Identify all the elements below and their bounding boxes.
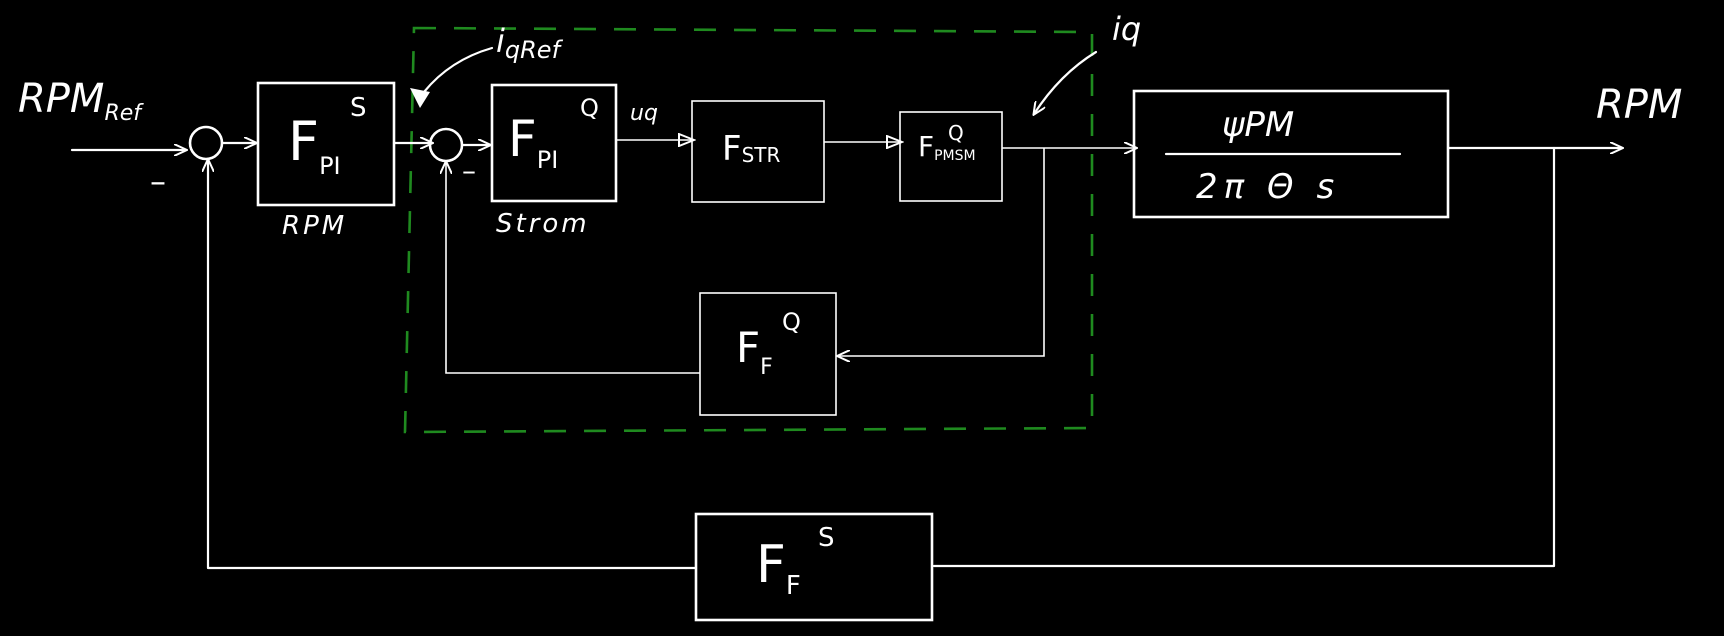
speed-pi-symbol: FPI [288, 110, 341, 180]
speed-pi-caption: RPM [282, 211, 347, 241]
minus-sign-current: – [462, 154, 476, 187]
pmsm-superscript: Q [948, 121, 964, 145]
rpm-ref-label: RPMRef [18, 76, 144, 126]
speed-feedback-superscript: S [818, 523, 835, 553]
pmsm-symbol: FPMSM [918, 130, 976, 164]
str-symbol: FSTR [722, 129, 780, 169]
speed-pi-block [256, 81, 396, 207]
current-feedback-wire-out [838, 148, 1045, 356]
current-feedback-symbol: FF [736, 323, 773, 380]
rpm-output-label: RPM [1596, 82, 1682, 128]
summing-junction-current [428, 127, 464, 163]
pmsm-block [899, 111, 1003, 202]
speed-pi-superscript: S [350, 93, 367, 123]
speed-feedback-symbol: FF [756, 535, 801, 601]
iq-pointer [1034, 50, 1098, 114]
str-block [691, 100, 825, 203]
current-pi-caption: Strom [496, 209, 590, 239]
current-feedback-superscript: Q [782, 308, 801, 336]
speed-feedback-block [694, 512, 934, 622]
speed-feedback-wire-back [208, 160, 698, 570]
iq-ref-label: iqRef [496, 22, 564, 64]
current-loop-region [403, 26, 1094, 434]
current-feedback-wire-back [446, 162, 700, 374]
mechanics-denominator: 2π Θ s [1196, 167, 1340, 207]
speed-feedback-wire-out [932, 146, 1556, 568]
iq-label: iq [1112, 10, 1141, 48]
iq-ref-pointer-tip [410, 88, 430, 108]
current-feedback-block [699, 292, 837, 416]
iq-ref-pointer [422, 46, 494, 94]
minus-sign-speed: – [150, 162, 166, 200]
current-pi-superscript: Q [580, 94, 599, 122]
uq-label: uq [630, 101, 658, 126]
current-pi-symbol: FPI [508, 110, 558, 174]
summing-junction-speed [188, 125, 224, 161]
mechanics-numerator: ψPM [1222, 105, 1294, 145]
mechanics-block [1132, 89, 1450, 219]
current-pi-block [490, 83, 618, 203]
